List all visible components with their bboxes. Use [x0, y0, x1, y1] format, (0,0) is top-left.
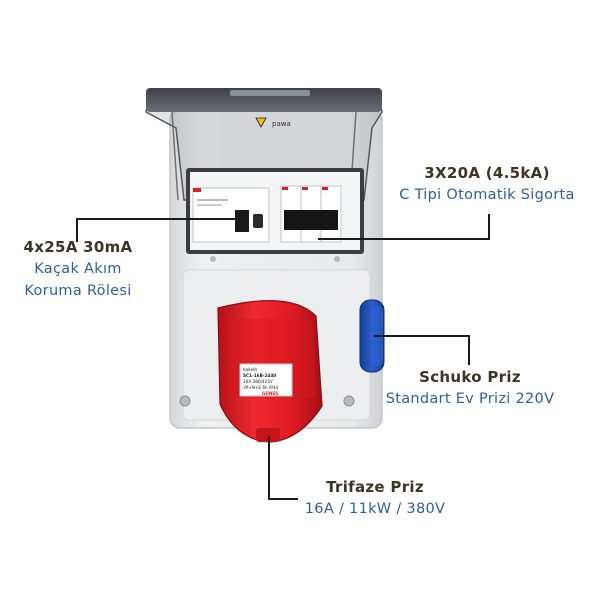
rcd-title: 4x25A 30mA — [23, 238, 133, 256]
socket-label-line: 16A 380/415V — [243, 379, 273, 384]
breaker-compartment — [186, 168, 364, 262]
socket-label-line: SC1-16B-2440 — [243, 373, 276, 378]
schuko-leader-line — [374, 335, 470, 337]
rcd-subtitle-line2: Koruma Rölesi — [24, 283, 132, 299]
schuko-socket — [359, 299, 385, 373]
rcd-callout: 4x25A 30mA Kaçak Akım Koruma Rölesi — [8, 236, 148, 302]
mcb-leader-line — [488, 214, 490, 240]
socket-label-line: 3P+N+E 6h IP44 — [243, 385, 278, 390]
mcb-device — [280, 185, 342, 243]
mcb-title: 3X20A (4.5kA) — [424, 164, 550, 182]
rcd-subtitle-line1: Kaçak Akım — [34, 261, 122, 277]
trifaze-leader-line — [268, 498, 298, 500]
trifaze-subtitle: 16A / 11kW / 380V — [304, 501, 446, 517]
socket-label-line: bakelit — [243, 367, 257, 372]
screw-icon — [179, 395, 191, 407]
trifaze-socket: bakelit SC1-16B-2440 16A 380/415V 3P+N+E… — [217, 300, 323, 443]
screw-icon — [343, 395, 355, 407]
socket-brand: GÜNEŞ — [262, 391, 278, 396]
socket-label — [239, 363, 293, 397]
mcb-subtitle: C Tipi Otomatik Sigorta — [399, 187, 575, 203]
schuko-subtitle: Standart Ev Prizi 220V — [385, 391, 555, 407]
schuko-callout: Schuko Priz Standart Ev Prizi 220V — [370, 366, 570, 410]
schuko-leader-line — [468, 335, 470, 365]
trifaze-leader-line — [268, 436, 270, 500]
rcd-leader-line — [76, 218, 246, 220]
trifaze-title: Trifaze Priz — [326, 478, 424, 496]
rcd-leader-line — [76, 218, 78, 242]
trifaze-callout: Trifaze Priz 16A / 11kW / 380V — [290, 476, 460, 520]
rcd-toggle — [235, 210, 249, 232]
warning-icon — [255, 117, 267, 128]
brand-mark: pawa — [272, 120, 291, 128]
mcb-callout: 3X20A (4.5kA) C Tipi Otomatik Sigorta — [382, 162, 592, 206]
mcb-leader-line — [318, 238, 490, 240]
schuko-title: Schuko Priz — [419, 368, 521, 386]
